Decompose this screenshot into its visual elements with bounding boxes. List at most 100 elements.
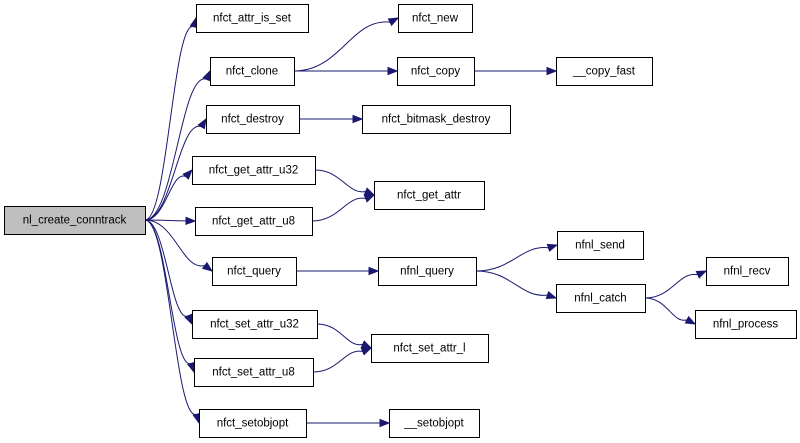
node-destroy[interactable]: nfct_destroy [206,105,300,134]
node-nfnl-catch[interactable]: nfnl_catch [556,284,646,313]
node-copy-fast[interactable]: __copy_fast [556,57,653,86]
arrowhead [368,266,380,276]
edge-query-to-nfnl-query [295,266,380,276]
node-new[interactable]: nfct_new [398,4,473,33]
arrowhead [387,17,400,27]
node-box [556,284,646,313]
edge-set-u8-to-set-attr-l [312,347,373,373]
edge-line [144,175,187,221]
node-nfnl-query[interactable]: nfnl_query [378,257,477,286]
edge-root-to-set-u8 [144,219,196,374]
node-label: nfct_destroy [221,114,284,126]
node-label: nfct_get_attr [397,190,461,202]
arrowhead [546,243,559,252]
node-label: __copy_fast [572,66,636,78]
arrowhead [197,117,207,130]
arrowhead [360,340,373,349]
edge-root-to-get-u32 [144,168,193,221]
edge-line [144,26,194,221]
node-get-u8[interactable]: nfct_get_attr_u8 [195,207,313,236]
edges-layer [144,16,708,428]
edge-set-u32-to-set-attr-l [316,323,373,349]
node-box [398,4,473,33]
node-box [378,257,477,286]
node-get-u32[interactable]: nfct_get_attr_u32 [192,156,316,185]
arrowhead [363,194,376,203]
node-attr-is-set[interactable]: nfct_attr_is_set [196,4,309,33]
node-bitmask-destroy[interactable]: nfct_bitmask_destroy [362,105,511,134]
node-nfnl-process[interactable]: nfnl_process [695,310,797,339]
edge-line [644,297,688,321]
arrowhead [182,168,193,180]
node-label: nfct_set_attr_l [393,343,465,355]
arrowhead [352,114,364,124]
edge-root-to-clone [144,69,211,221]
node-set-u8[interactable]: nfct_set_attr_u8 [194,358,314,387]
edge-line [311,197,366,222]
node-label: nfct_clone [226,66,278,78]
edge-clone-to-copy [294,66,399,76]
edge-line [144,126,202,221]
node-label: nfnl_recv [724,266,771,278]
edge-line [144,219,192,364]
node-label: nfnl_process [713,319,778,331]
edge-nfnl-catch-to-nfnl-process [644,297,697,325]
node-setobjopt2[interactable]: __setobjopt [389,409,480,438]
node-set-u32[interactable]: nfct_set_attr_u32 [192,310,318,339]
node-box [389,409,480,438]
node-get-attr[interactable]: nfct_get_attr [374,181,485,210]
node-box [374,181,485,210]
node-copy[interactable]: nfct_copy [397,57,475,86]
arrowhead [185,216,197,226]
node-box [557,231,644,260]
node-label: nfct_set_attr_u8 [212,367,294,379]
node-label: nfct_attr_is_set [213,13,292,25]
edge-setobjopt-to-setobjopt2 [306,418,391,428]
nodes-layer: nl_create_conntrack nfct_attr_is_set nfct_… [4,4,797,438]
node-clone[interactable]: nfct_clone [210,57,295,86]
edge-copy-to-copy-fast [474,66,558,76]
node-set-attr-l[interactable]: nfct_set_attr_l [371,334,489,363]
edge-get-u32-to-get-attr [314,169,376,196]
node-label: nfct_new [412,13,459,25]
edge-nfnl-query-to-nfnl-send [475,243,559,272]
edge-nfnl-query-to-nfnl-catch [475,270,558,299]
node-box [371,334,489,363]
edge-line [314,169,366,193]
arrowhead [545,290,558,299]
edge-line [144,219,197,415]
node-label: nfct_get_attr_u8 [212,216,295,228]
arrowhead [379,418,391,428]
node-label: nfct_query [227,266,281,278]
node-query[interactable]: nfct_query [212,257,297,286]
node-box [210,57,295,86]
node-label: __setobjopt [403,418,464,430]
node-box [199,409,307,438]
edge-root-to-query [144,219,214,272]
node-box [556,57,653,86]
edge-line [293,21,391,72]
node-box [362,105,511,134]
node-box [192,310,318,339]
node-box [194,358,314,387]
edge-line [144,219,189,317]
node-box [4,206,146,235]
node-nfnl-recv[interactable]: nfnl_recv [706,257,789,286]
node-root[interactable]: nl_create_conntrack [4,206,146,235]
edge-root-to-set-u32 [144,219,193,326]
arrowhead [201,261,214,272]
node-box [695,310,797,339]
arrowhead [684,315,697,325]
node-setobjopt[interactable]: nfct_setobjopt [199,409,307,438]
edge-get-u8-to-get-attr [311,194,376,222]
arrowhead [546,66,558,76]
arrowhead [187,361,196,374]
node-nfnl-send[interactable]: nfnl_send [557,231,644,260]
node-label: nfct_get_attr_u32 [209,165,299,177]
edge-line [144,78,207,221]
node-label: nfnl_send [575,240,625,252]
node-label: nfct_bitmask_destroy [382,114,491,126]
edge-root-to-destroy [144,117,207,221]
arrowhead [387,66,399,76]
